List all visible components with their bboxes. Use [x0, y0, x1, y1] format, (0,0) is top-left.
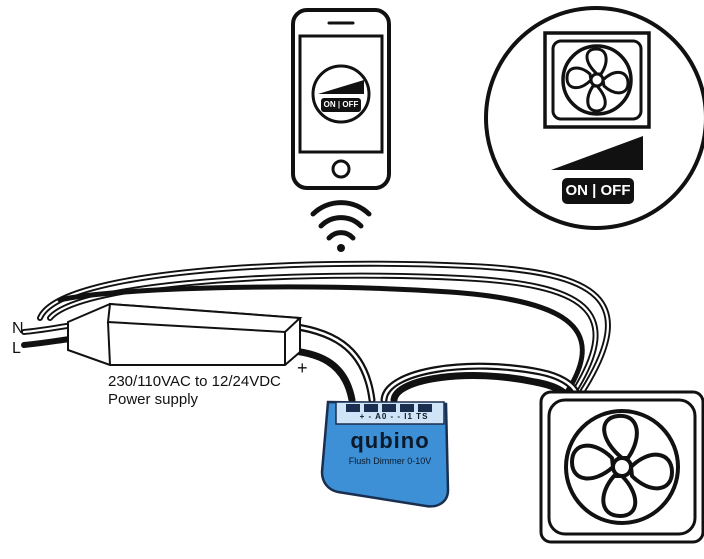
a0-wire-white [382, 364, 578, 402]
fan-unit [539, 390, 704, 544]
wifi-icon [310, 200, 372, 252]
device-terminals-label: + - A0 - - I1 TS [359, 412, 429, 421]
power-supply-voltage: 230/110VAC to 12/24VDC [108, 373, 281, 390]
top-wire-3 [57, 284, 585, 395]
plus-label: + [297, 358, 308, 378]
power-supply-name: Power supply [108, 391, 199, 408]
power-supply [67, 302, 303, 366]
neutral-label: N [12, 320, 24, 337]
top-wire-white [38, 262, 610, 394]
flush-dimmer-device [320, 400, 450, 508]
device-brand-logo: qubino [350, 428, 430, 453]
callout-circle [484, 6, 704, 230]
minus-label: - [296, 308, 302, 328]
phone-toggle-label: ON | OFF [323, 100, 359, 109]
smartphone [291, 8, 391, 190]
device-model-label: Flush Dimmer 0-10V [348, 456, 432, 466]
a0-wire-2 [390, 372, 570, 404]
live-label: L [12, 340, 21, 357]
callout-toggle-label: ON | OFF [565, 182, 631, 199]
